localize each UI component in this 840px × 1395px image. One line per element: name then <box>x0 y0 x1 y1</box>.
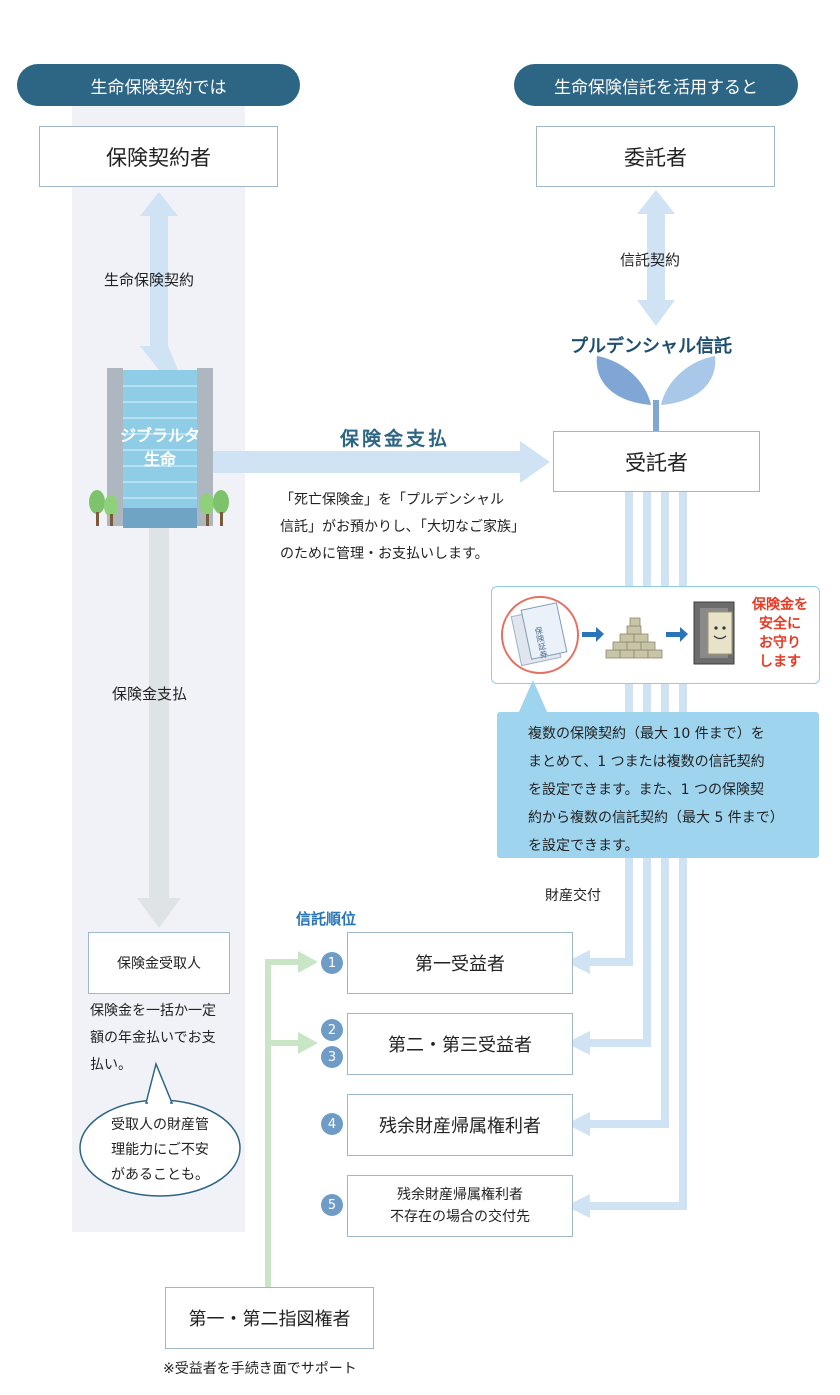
trust-contract-double-arrow <box>637 190 675 326</box>
alternate-recipient-box: 残余財産帰属権利者 不存在の場合の交付先 <box>347 1175 573 1237</box>
safe-icon <box>693 601 735 665</box>
info-line: 約から複数の信託契約（最大 5 件まで） <box>528 810 784 826</box>
info-line: を設定できます。また、1 つの保険契 <box>528 782 764 798</box>
payout-desc-line: 信託」がお預かりし､「大切なご家族」 <box>280 519 525 535</box>
bubble-line: 理能力にご不安 <box>111 1142 209 1158</box>
director-arrowheads <box>298 951 318 1054</box>
info-box <box>497 712 819 858</box>
secure-line: お守り <box>759 635 801 651</box>
tree-icon <box>89 490 118 526</box>
info-line: 複数の保険契約（最大 10 件まで）を <box>528 726 765 742</box>
payout-desc-line: 「死亡保険金」を「プルデンシャル <box>280 492 504 508</box>
payout-description: 「死亡保険金」を「プルデンシャル 信託」がお預かりし､「大切なご家族」 のために… <box>280 487 550 568</box>
recipient-description: 保険金を一括か一定 額の年金払いでお支 払い。 <box>90 998 240 1079</box>
contract-double-arrow <box>140 192 178 370</box>
alternate-recipient-line: 不存在の場合の交付先 <box>390 1209 530 1225</box>
residual-holder-box: 残余財産帰属権利者 <box>347 1094 573 1156</box>
arrow-right-icon <box>582 627 604 642</box>
order-number-badge: 1 <box>321 952 343 974</box>
order-number-badge: 4 <box>321 1113 343 1135</box>
desc-line: 額の年金払いでお支 <box>90 1030 216 1046</box>
order-number-badge: 5 <box>321 1194 343 1216</box>
sprout-icon <box>596 356 716 432</box>
secure-message: 保険金を 安全に お守り します <box>748 596 812 672</box>
trust-contract-label: 信託契約 <box>620 251 681 269</box>
payout-down-arrow <box>137 528 181 928</box>
policyholder-box: 保険契約者 <box>39 126 278 187</box>
secure-line: します <box>759 654 801 670</box>
director-box: 第一・第二指図権者 <box>165 1287 374 1349</box>
company-name-line: 生命 <box>143 450 176 469</box>
payout-title: 保険金支払 <box>340 428 451 450</box>
right-header: 生命保険信託を活用すると <box>514 64 798 106</box>
property-transfer-label: 財産交付 <box>545 888 601 904</box>
order-number-badge: 2 <box>321 1019 343 1041</box>
brand-name: プルデンシャル信託 <box>570 336 732 357</box>
bubble-line: があることも。 <box>111 1167 209 1183</box>
left-header: 生命保険契約では <box>17 64 300 106</box>
speech-bubble-shape <box>79 1061 241 1197</box>
payout-horizontal-arrow <box>212 441 550 483</box>
distribution-arrowheads <box>566 950 590 1218</box>
order-number-badge: 3 <box>321 1046 343 1068</box>
speech-bubble-text: 受取人の財産管 理能力にご不安 があることも。 <box>100 1113 220 1188</box>
life-insurance-contract-label: 生命保険契約 <box>104 271 195 289</box>
first-beneficiary-box: 第一受益者 <box>347 932 573 994</box>
building-icon <box>89 368 229 528</box>
arrow-right-icon <box>666 627 688 642</box>
company-name-line: ジブラルタ <box>119 426 200 445</box>
gold-bars-icon <box>605 617 663 659</box>
trust-order-label: 信託順位 <box>296 910 357 928</box>
director-lines <box>265 959 300 1287</box>
second-third-beneficiary-box: 第二・第三受益者 <box>347 1013 573 1075</box>
settlor-box: 委託者 <box>536 126 775 187</box>
footnote: ※受益者を手続き面でサポート <box>163 1361 357 1377</box>
trustee-box: 受託者 <box>553 431 760 492</box>
bubble-line: 受取人の財産管 <box>111 1117 209 1133</box>
info-box-pointer <box>518 680 548 714</box>
secure-line: 安全に <box>759 616 801 632</box>
alternate-recipient-line: 残余財産帰属権利者 <box>397 1187 523 1203</box>
secure-illustration: 保険証券 <box>501 596 735 674</box>
info-text: 複数の保険契約（最大 10 件まで）を まとめて、1 つまたは複数の信託契約 を… <box>528 720 818 860</box>
info-line: を設定できます。 <box>528 838 639 854</box>
secure-line: 保険金を <box>752 597 808 613</box>
left-payout-label: 保険金支払 <box>112 685 188 703</box>
company-name: ジブラルタ 生命 <box>108 424 212 472</box>
recipient-box: 保険金受取人 <box>88 932 230 994</box>
payout-desc-line: のために管理・お支払いします。 <box>280 546 489 562</box>
desc-line: 払い。 <box>90 1057 132 1073</box>
info-line: まとめて、1 つまたは複数の信託契約 <box>528 754 765 770</box>
desc-line: 保険金を一括か一定 <box>90 1003 216 1019</box>
tree-icon <box>200 490 229 526</box>
